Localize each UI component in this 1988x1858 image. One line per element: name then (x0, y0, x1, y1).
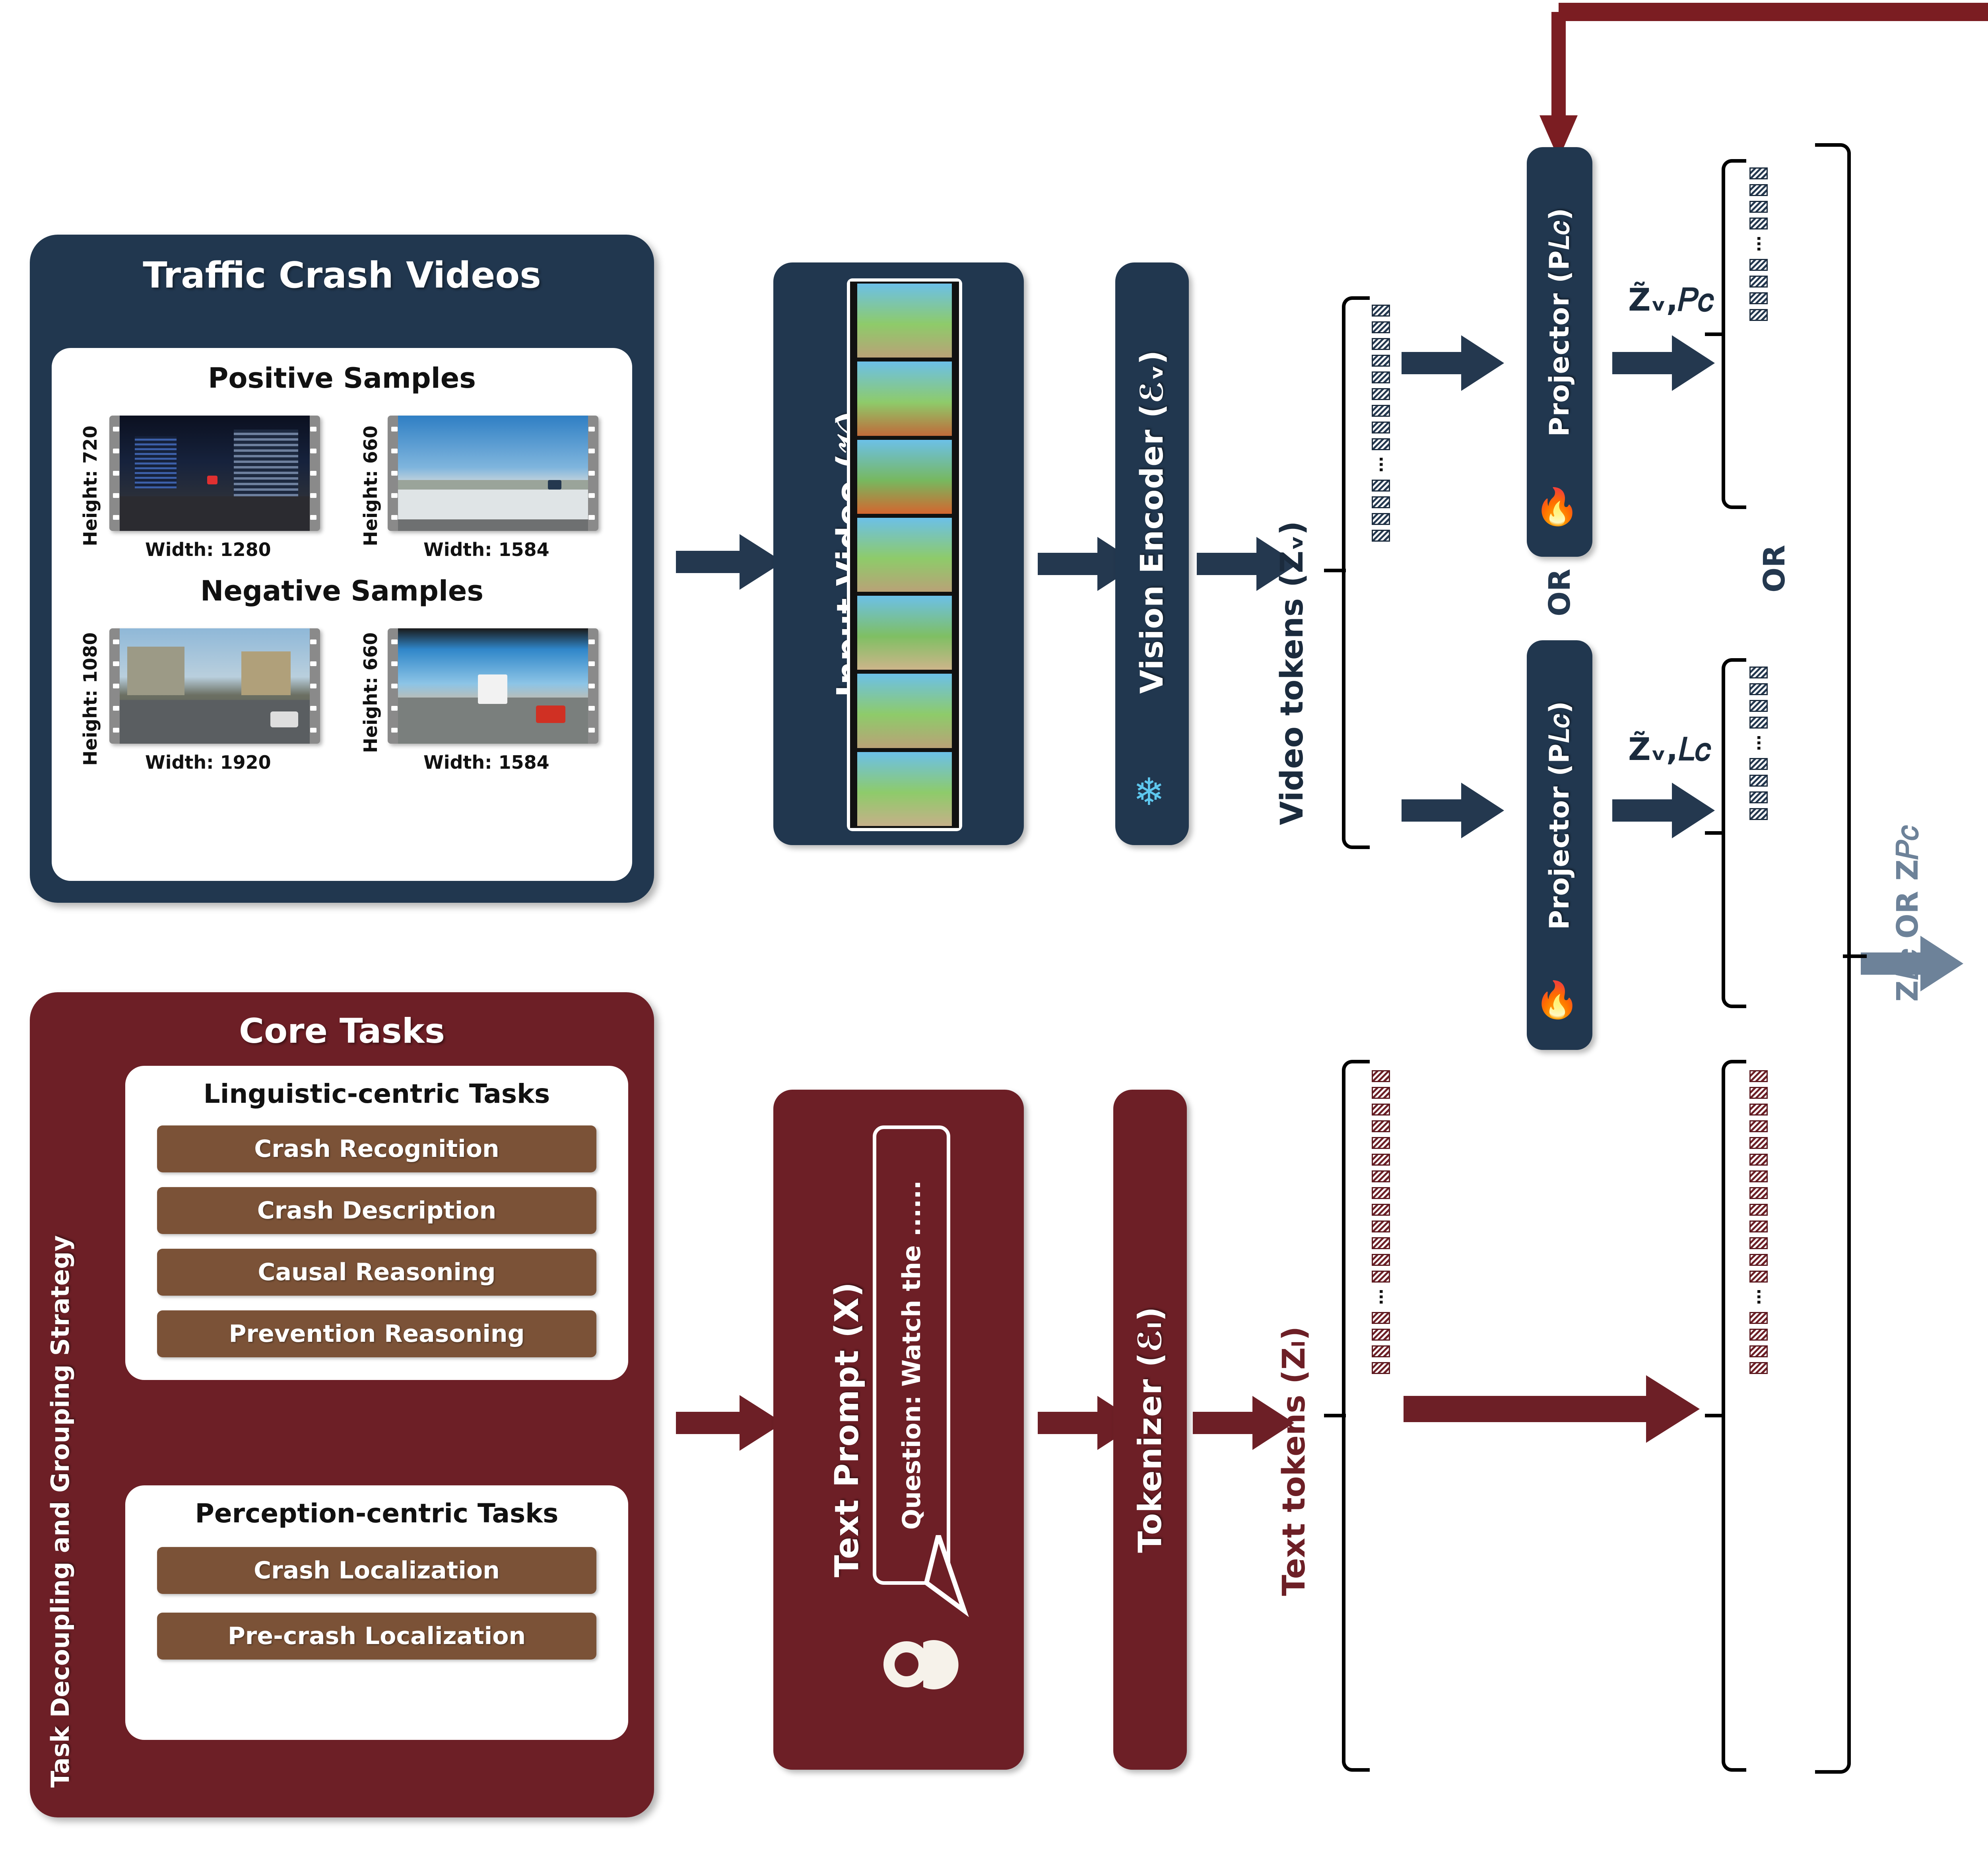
video-thumb-negative-2 (388, 628, 598, 744)
projector-pc-box[interactable]: Projector (P𝐿𝑐) (1527, 147, 1592, 557)
lc-tokens-column: ⋯ (1749, 664, 1768, 822)
positive-1-height-label: Height: 720 (80, 426, 101, 546)
video-thumb-positive-1 (109, 416, 320, 531)
tokenizer-label: Tokenizer (ℰₗ) (1132, 1306, 1169, 1553)
task-prevention-reasoning[interactable]: Prevention Reasoning (157, 1310, 596, 1357)
text-prompt-label: Text Prompt (X) (828, 1282, 866, 1578)
projector-lc-label: Projector (P𝐿𝑐) (1544, 701, 1575, 930)
perception-tasks-heading: Perception-centric Tasks (195, 1498, 559, 1529)
token-group-or-label: OR (1757, 545, 1792, 593)
tokenizer-box[interactable]: Tokenizer (ℰₗ) (1113, 1090, 1187, 1770)
task-causal-reasoning[interactable]: Causal Reasoning (157, 1249, 596, 1296)
core-tasks-title: Core Tasks (239, 1011, 445, 1051)
fire-trainable-icon: 🔥 (1535, 979, 1580, 1021)
task-label: Crash Localization (254, 1557, 500, 1584)
text-tokens-bracket (1342, 1060, 1370, 1772)
projector-lc-box[interactable]: Projector (P𝐿𝑐) (1527, 640, 1592, 1050)
task-strategy-side-label: Task Decoupling and Grouping Strategy (46, 1235, 75, 1788)
linguistic-tasks-heading: Linguistic-centric Tasks (203, 1079, 550, 1109)
merged-text-tokens-bracket (1722, 1060, 1746, 1772)
negative-2-height-label: Height: 660 (360, 632, 381, 753)
task-label: Crash Recognition (254, 1135, 499, 1163)
traffic-crash-videos-panel: Traffic Crash Videos Positive Samples He… (30, 235, 654, 903)
pc-tokens-bracket (1722, 159, 1746, 509)
merged-text-bracket-tick (1705, 1414, 1725, 1417)
video-panel-title: Traffic Crash Videos (143, 255, 541, 296)
film-strip-icon (847, 278, 962, 831)
lc-tokens-bracket (1722, 658, 1746, 1008)
text-tokens-label: Text tokens (Zₗ) (1276, 1326, 1312, 1596)
video-tokens-column: ⋯ (1372, 302, 1390, 544)
positive-2-height-label: Height: 660 (360, 426, 381, 546)
snowflake-frozen-icon: ❄ (1133, 770, 1165, 814)
negative-1-height-label: Height: 1080 (80, 632, 101, 766)
merged-text-tokens-column: ⋯ (1749, 1068, 1768, 1376)
lc-tokens-bracket-tick (1705, 831, 1725, 835)
positive-2-width-label: Width: 1584 (423, 539, 549, 560)
task-crash-localization[interactable]: Crash Localization (157, 1547, 596, 1594)
task-label: Causal Reasoning (258, 1258, 496, 1286)
video-tokens-bracket-tick (1324, 569, 1346, 572)
task-pre-crash-localization[interactable]: Pre-crash Localization (157, 1613, 596, 1660)
fire-trainable-icon: 🔥 (1535, 486, 1580, 528)
video-thumb-positive-2 (388, 416, 598, 531)
video-samples-card: Positive Samples Height: 720 Width: 1280 (52, 348, 632, 881)
vision-encoder-label: Vision Encoder (ℰᵥ) (1134, 350, 1170, 694)
task-label: Crash Description (257, 1197, 497, 1224)
pc-tokens-bracket-tick (1705, 332, 1725, 336)
task-label: Prevention Reasoning (229, 1320, 525, 1348)
projector-or-label: OR (1543, 569, 1577, 616)
task-label: Pre-crash Localization (227, 1622, 526, 1650)
positive-1-width-label: Width: 1280 (145, 539, 271, 560)
text-tokens-column: ⋯ (1372, 1068, 1390, 1376)
vision-encoder-box[interactable]: Vision Encoder (ℰᵥ) (1115, 262, 1189, 845)
projector-pc-label: Projector (P𝐿𝑐) (1544, 208, 1575, 437)
pc-tokens-column: ⋯ (1749, 165, 1768, 323)
perception-tasks-card: Perception-centric Tasks Crash Localizat… (125, 1485, 628, 1740)
video-thumb-negative-1 (109, 628, 320, 744)
negative-1-width-label: Width: 1920 (145, 752, 271, 773)
fusion-label: Z𝐿𝑐 OR Z𝑃𝑐 (1891, 825, 1925, 1002)
projected-pc-label: Z̃ᵥ,𝑃𝑐 (1628, 282, 1714, 318)
linguistic-tasks-card: Linguistic-centric Tasks Crash Recogniti… (125, 1066, 628, 1380)
fusion-bracket (1815, 143, 1851, 1774)
chat-bubble-icon (883, 1640, 959, 1689)
fusion-bracket-tick (1843, 954, 1867, 958)
negative-2-width-label: Width: 1584 (423, 752, 549, 773)
projected-lc-label: Z̃ᵥ,𝐿𝑐 (1628, 732, 1711, 768)
video-tokens-bracket (1342, 296, 1370, 849)
positive-samples-heading: Positive Samples (208, 362, 476, 395)
prompt-speech-bubble: Question: Watch the ...... (873, 1125, 950, 1585)
negative-samples-heading: Negative Samples (200, 575, 484, 607)
prompt-bubble-text: Question: Watch the ...... (897, 1180, 926, 1530)
text-tokens-bracket-tick (1324, 1414, 1346, 1417)
video-tokens-label: Video tokens (Zᵥ) (1274, 521, 1310, 825)
task-crash-description[interactable]: Crash Description (157, 1187, 596, 1234)
core-tasks-panel: Core Tasks Task Decoupling and Grouping … (30, 992, 654, 1817)
task-crash-recognition[interactable]: Crash Recognition (157, 1125, 596, 1172)
